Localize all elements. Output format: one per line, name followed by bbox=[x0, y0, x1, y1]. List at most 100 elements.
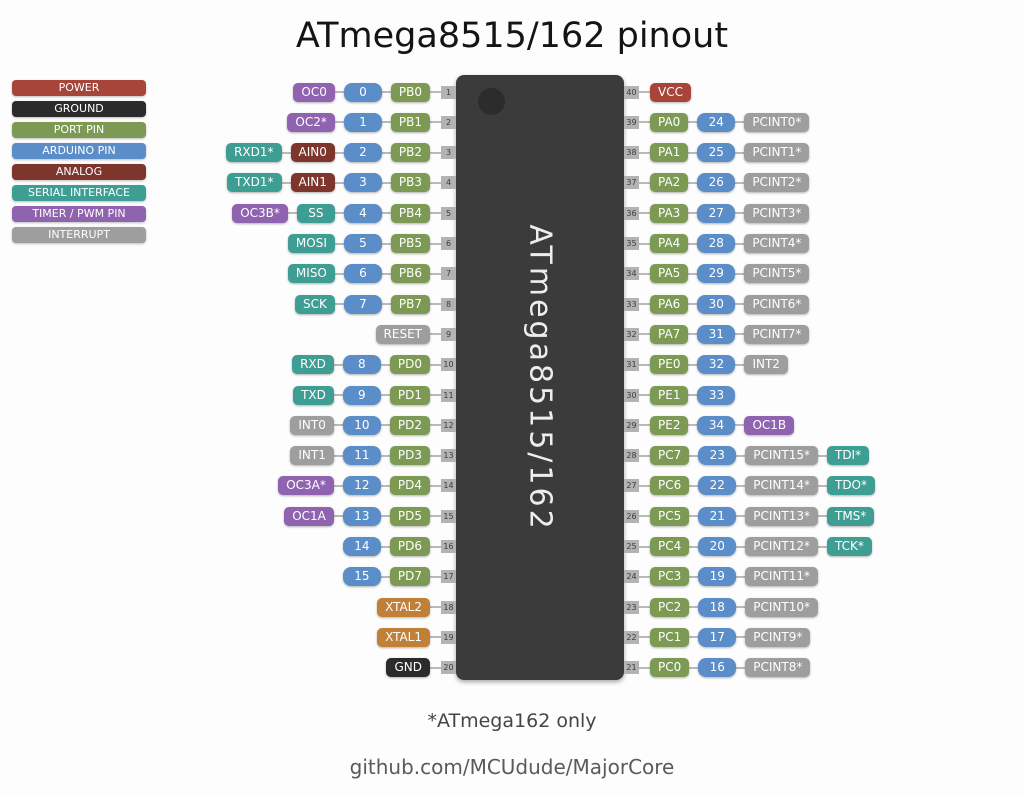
pin-badge-tck: TCK* bbox=[826, 537, 872, 556]
legend-item-ground: GROUND bbox=[12, 101, 146, 117]
pin-badge-pcint3: PCINT3* bbox=[744, 203, 810, 223]
pin-badge-pa1: PA1 bbox=[650, 143, 689, 163]
chip-pin-number-13: 13 bbox=[441, 449, 456, 463]
pin-badge-pb4: PB4 bbox=[390, 203, 430, 223]
chip-label: ATmega8515/162 bbox=[522, 223, 558, 532]
pin-badge-rxd1: RXD1* bbox=[226, 143, 282, 163]
pin-badge-txd1: TXD1* bbox=[227, 173, 282, 193]
chip-pin-number-22: 22 bbox=[624, 630, 639, 644]
pin-badge-pe0: PE0 bbox=[650, 355, 689, 375]
pin-badge-8: 8 bbox=[342, 355, 381, 375]
pin-badge-reset: RESET bbox=[375, 324, 430, 344]
pin-badge-pc6: PC6 bbox=[650, 476, 690, 496]
pin-badge-oc0: OC0 bbox=[293, 82, 335, 102]
pin-badge-10: 10 bbox=[342, 415, 381, 435]
credit: github.com/MCUdude/MajorCore bbox=[349, 755, 675, 779]
pin-badge-20: 20 bbox=[698, 537, 737, 556]
pin-badge-30: 30 bbox=[697, 294, 736, 314]
pin-badge-txd: TXD bbox=[293, 385, 334, 405]
pin-badge-pa2: PA2 bbox=[650, 173, 689, 193]
chip-pin-number-7: 7 bbox=[441, 267, 456, 281]
chip-pin-number-17: 17 bbox=[441, 570, 456, 584]
pin-badge-tms: TMS* bbox=[826, 506, 875, 526]
pin-badge-pb1: PB1 bbox=[390, 112, 430, 132]
pin-badge-pcint0: PCINT0* bbox=[744, 112, 810, 132]
pin-badge-3: 3 bbox=[343, 173, 382, 193]
pin-badge-pcint10: PCINT10* bbox=[745, 597, 818, 617]
pin-badge-14: 14 bbox=[342, 537, 381, 556]
pin-badge-xtal1: XTAL1 bbox=[377, 627, 430, 647]
pin-badge-int1: INT1 bbox=[290, 446, 334, 466]
pin-badge-gnd: GND bbox=[386, 658, 430, 678]
pin-badge-26: 26 bbox=[697, 173, 736, 193]
pin-badge-pe1: PE1 bbox=[650, 385, 689, 405]
pin-badge-oc3b: OC3B* bbox=[232, 203, 288, 223]
pin-badge-oc1a: OC1A bbox=[284, 506, 334, 526]
chip-pin-number-32: 32 bbox=[624, 327, 639, 341]
pin-badge-oc1b: OC1B bbox=[744, 415, 795, 435]
left-pin-row-18: XTAL2 bbox=[377, 597, 442, 617]
pin-badge-int0: INT0 bbox=[290, 415, 334, 435]
pin-badge-pcint12: PCINT12* bbox=[745, 537, 818, 556]
pin-badge-ss: SS bbox=[296, 203, 335, 223]
pin-badge-oc2: OC2* bbox=[287, 112, 335, 132]
pin-badge-tdi: TDI* bbox=[826, 446, 870, 466]
right-pin-row-40: VCC bbox=[638, 82, 691, 102]
pin-badge-pcint13: PCINT13* bbox=[745, 506, 818, 526]
legend-item-analog: ANALOG bbox=[12, 164, 146, 180]
pin-badge-31: 31 bbox=[697, 324, 736, 344]
pin-badge-32: 32 bbox=[697, 355, 736, 375]
pin-badge-34: 34 bbox=[697, 415, 736, 435]
chip-pin-number-25: 25 bbox=[624, 540, 639, 553]
pin-badge-pa3: PA3 bbox=[650, 203, 689, 223]
pin-badge-11: 11 bbox=[342, 446, 381, 466]
pin-badge-pc2: PC2 bbox=[650, 597, 690, 617]
pin-badge-pd6: PD6 bbox=[389, 537, 430, 556]
pin-badge-sck: SCK bbox=[295, 294, 335, 314]
pin-badge-21: 21 bbox=[698, 506, 737, 526]
pin-badge-mosi: MOSI bbox=[287, 234, 335, 253]
pin-badge-13: 13 bbox=[342, 506, 381, 526]
legend-item-port: PORT PIN bbox=[12, 122, 146, 138]
pin-badge-5: 5 bbox=[343, 234, 382, 253]
legend-item-serial: SERIAL INTERFACE bbox=[12, 185, 146, 201]
right-pin-row-25: PC4 20 PCINT12* TCK* bbox=[638, 537, 872, 557]
pin-badge-tdo: TDO* bbox=[826, 476, 875, 496]
chip-pin-number-28: 28 bbox=[624, 449, 639, 463]
chip-pin-number-37: 37 bbox=[624, 176, 639, 190]
chip-pin-number-27: 27 bbox=[624, 479, 639, 493]
left-pin-row-16: 14 PD6 bbox=[342, 537, 443, 557]
pin-badge-pa0: PA0 bbox=[650, 112, 689, 132]
pin-badge-pd1: PD1 bbox=[389, 385, 430, 405]
chip-pin-number-9: 9 bbox=[441, 327, 456, 341]
pin-badge-pc7: PC7 bbox=[650, 446, 690, 466]
chip-pin-number-3: 3 bbox=[441, 146, 456, 160]
chip-pin-number-8: 8 bbox=[441, 297, 456, 311]
chip-pin-number-11: 11 bbox=[441, 388, 456, 402]
chip-pin-number-12: 12 bbox=[441, 418, 456, 432]
pin-badge-pc5: PC5 bbox=[650, 506, 690, 526]
chip-pin-number-34: 34 bbox=[624, 267, 639, 281]
pin-badge-pc4: PC4 bbox=[650, 537, 690, 556]
pin-badge-pd2: PD2 bbox=[389, 415, 430, 435]
page-title: ATmega8515/162 pinout bbox=[295, 16, 729, 56]
pin-badge-pa5: PA5 bbox=[650, 264, 689, 284]
chip-pin-number-26: 26 bbox=[624, 509, 639, 523]
